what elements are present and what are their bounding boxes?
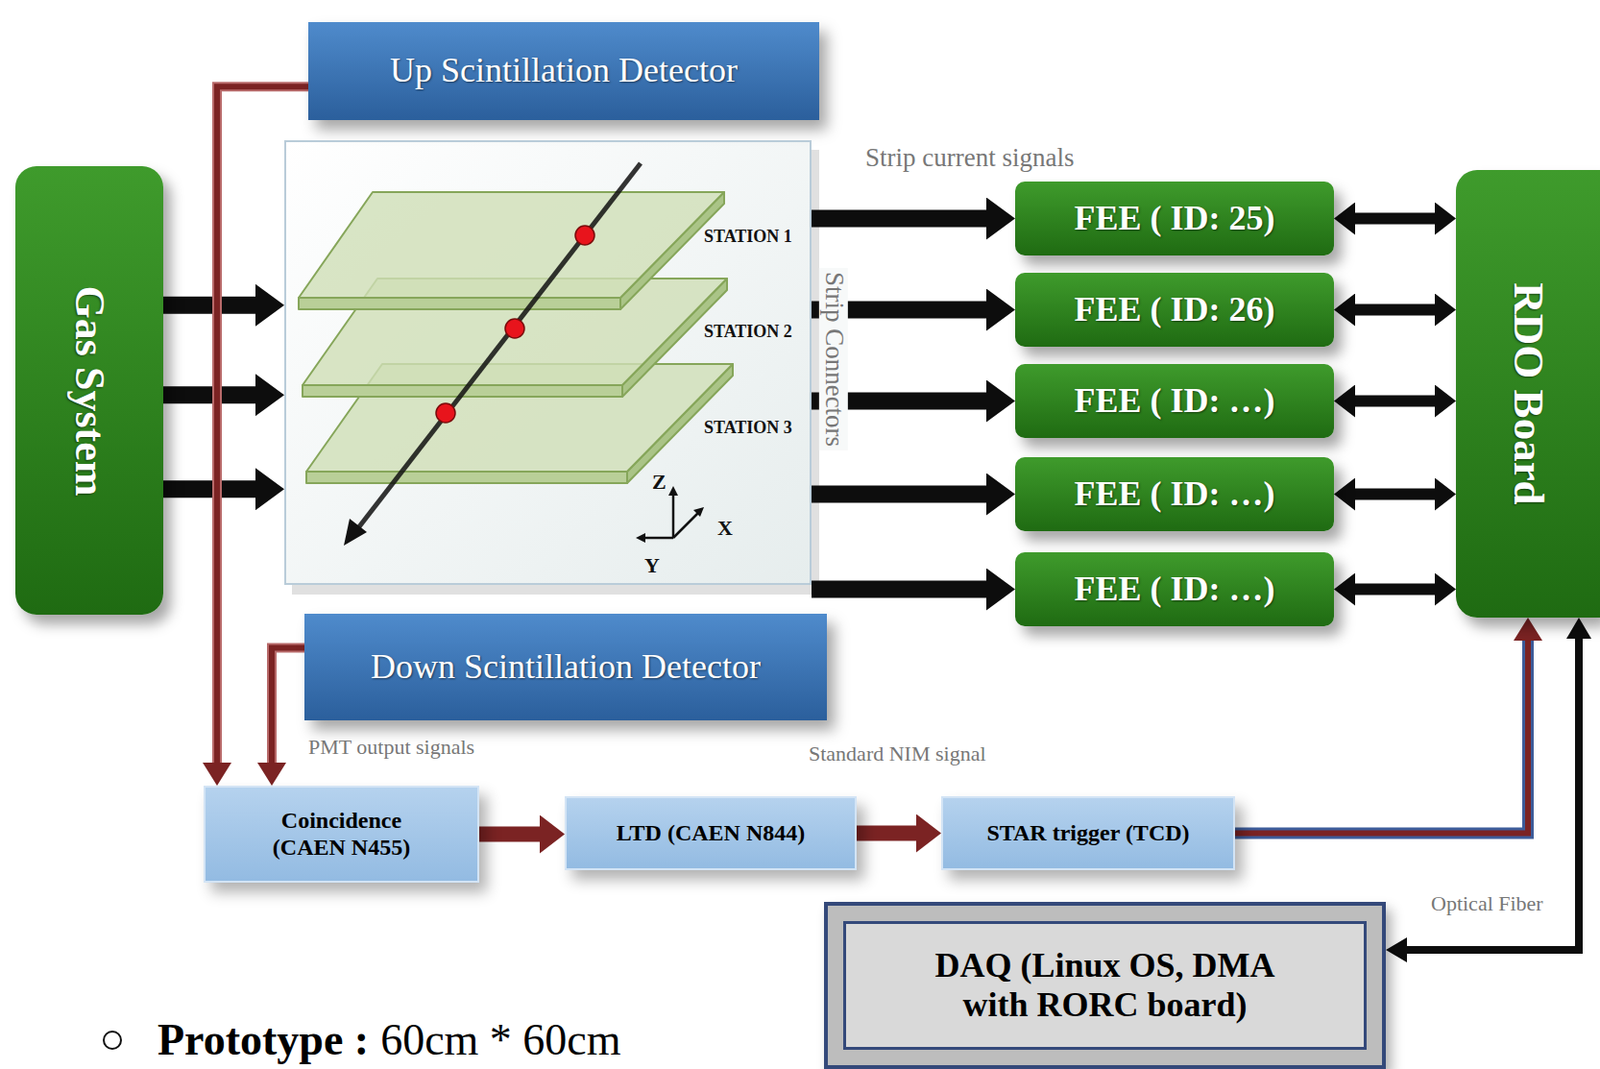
connector	[1333, 493, 1456, 495]
connector-line	[1333, 213, 1456, 225]
signal-label: Standard NIM signal	[808, 742, 987, 766]
connector	[163, 488, 285, 490]
fee-box: FEE ( ID: …)	[1015, 363, 1334, 438]
connector	[1333, 400, 1456, 402]
connector-outline	[217, 86, 309, 786]
station-label: STATION 3	[703, 417, 793, 438]
connector	[163, 394, 285, 396]
detector-box: Up Scintillation Detector	[308, 22, 820, 121]
detector-panel: STATION 1 STATION 2 STATION 3 Z X Y	[284, 140, 812, 585]
axis-line	[672, 491, 676, 538]
connector-line	[1235, 617, 1528, 834]
panel-ground	[284, 140, 812, 585]
system-box: Gas System	[15, 166, 164, 615]
connector	[1235, 617, 1528, 834]
plane-edge	[298, 297, 621, 310]
bullet-symbol	[103, 1031, 122, 1049]
connector	[1333, 309, 1456, 311]
connector	[1333, 218, 1456, 219]
connector	[1385, 617, 1579, 950]
box-title: STAR trigger (TCD)	[986, 820, 1189, 848]
connector-line	[217, 86, 309, 786]
station-label: X	[717, 515, 733, 540]
connector	[811, 400, 1016, 402]
connector-line	[856, 825, 942, 842]
connector-line	[271, 648, 305, 786]
connector-label: Optical Fiber	[1430, 892, 1544, 916]
connector	[1333, 588, 1456, 590]
connector-line	[811, 392, 1016, 411]
connector	[217, 86, 309, 786]
note-value: 60cm * 60cm	[380, 1016, 621, 1066]
connector-line	[811, 210, 1016, 228]
fee-box: FEE ( ID: 25)	[1015, 181, 1334, 256]
connector	[811, 493, 1016, 495]
station-label: STATION 1	[703, 226, 793, 247]
connector	[856, 832, 942, 834]
particle-track	[357, 163, 641, 530]
connector-line	[1333, 304, 1456, 316]
connector-outline	[1235, 617, 1528, 834]
module-box: LTD (CAEN N844)	[564, 796, 857, 871]
module-box: STAR trigger (TCD)	[941, 796, 1236, 871]
plane-edge	[306, 471, 628, 484]
board-box: RDO Board	[1455, 169, 1600, 618]
fee-box: FEE ( ID: …)	[1015, 457, 1334, 532]
hit-point	[505, 318, 525, 339]
axis-line	[673, 511, 700, 538]
hit-point	[575, 225, 595, 245]
box-title: FEE ( ID: …)	[1074, 474, 1276, 514]
hit-point	[436, 403, 456, 423]
connector-line	[163, 386, 285, 404]
box-title: FEE ( ID: …)	[1074, 569, 1276, 609]
connector	[163, 304, 285, 306]
axis-arrowhead	[693, 507, 704, 517]
connector	[479, 833, 565, 835]
station-planes	[298, 192, 733, 484]
signal-label: PMT output signals	[308, 735, 475, 759]
connector-line	[1385, 617, 1579, 950]
box-title: DAQ (Linux OS, DMA with RORC board)	[908, 945, 1303, 1026]
daq-box: DAQ (Linux OS, DMA with RORC board)	[824, 901, 1386, 1069]
axis-line	[641, 536, 674, 540]
connector	[811, 218, 1016, 219]
box-title: RDO Board	[1503, 282, 1553, 505]
connector	[811, 588, 1016, 590]
box-title: Down Scintillation Detector	[370, 647, 761, 687]
connector-line	[163, 296, 285, 315]
module-box: Coincidence (CAEN N455)	[203, 785, 480, 883]
connector-line	[163, 480, 285, 498]
box-title: FEE ( ID: 25)	[1074, 198, 1276, 239]
station-label: Z	[652, 469, 667, 494]
connector-line	[1333, 395, 1456, 408]
box-title: Coincidence (CAEN N455)	[245, 807, 438, 861]
box-title: Gas System	[65, 285, 115, 496]
track-arrowhead	[343, 518, 367, 546]
station-label: Y	[644, 553, 660, 578]
connector-line	[811, 581, 1016, 599]
connector-label: Strip Connectors	[819, 267, 849, 451]
station-label: STATION 2	[703, 321, 793, 342]
fee-box: FEE ( ID: 26)	[1015, 272, 1334, 347]
connector	[271, 648, 305, 786]
connector-outline	[271, 648, 305, 786]
box-title: FEE ( ID: …)	[1074, 381, 1276, 421]
connector-line	[1333, 488, 1456, 501]
box-title: LTD (CAEN N844)	[616, 820, 805, 848]
station-plane	[298, 192, 725, 298]
connector-line	[1333, 583, 1456, 596]
note-heading: Prototype :	[157, 1016, 369, 1066]
axis-symbol	[641, 491, 700, 538]
connector-line	[811, 301, 1016, 319]
axis-arrowhead	[635, 533, 646, 543]
box-title: Up Scintillation Detector	[389, 50, 738, 91]
detector-box: Down Scintillation Detector	[304, 613, 827, 721]
connector	[811, 309, 1016, 311]
box-title: FEE ( ID: 26)	[1074, 290, 1276, 330]
connector-line	[811, 485, 1016, 504]
axis-arrowhead	[668, 485, 679, 496]
fee-box: FEE ( ID: …)	[1015, 552, 1334, 627]
signal-label: Strip current signals	[865, 144, 1074, 173]
connector-line	[479, 826, 565, 843]
